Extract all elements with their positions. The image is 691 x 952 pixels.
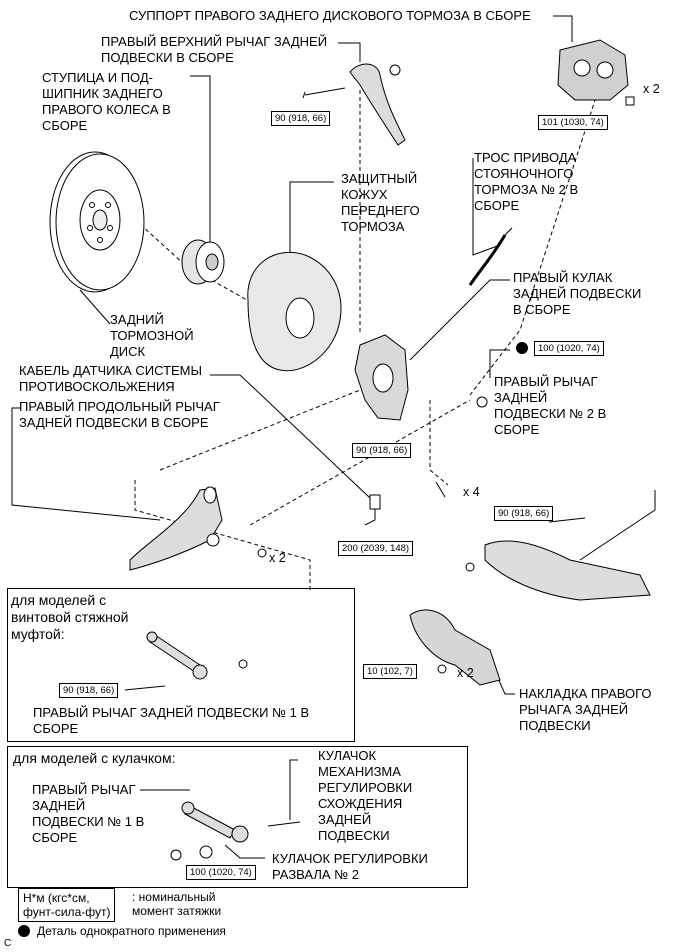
leader-upper-arm bbox=[338, 42, 361, 62]
variant-box-turnbuckle bbox=[7, 588, 355, 742]
box2-arm bbox=[170, 801, 249, 861]
legend-unit-box: Н*м (кгс*см, фунт-сила-фут) bbox=[18, 888, 116, 922]
corner-mark: C bbox=[4, 938, 12, 949]
leader-shield bbox=[289, 181, 334, 252]
leader-disc bbox=[79, 289, 111, 325]
multiplier-caliper: x 2 bbox=[643, 82, 660, 96]
label-hub: СТУПИЦА И ПОД- ШИПНИК ЗАДНЕГО ПРАВОГО КО… bbox=[42, 70, 171, 133]
box1-arm bbox=[146, 631, 248, 680]
leader-cable bbox=[472, 158, 501, 256]
camber-cam-label: КУЛАЧОК РЕГУЛИРОВКИ РАЗВАЛА № 2 bbox=[272, 851, 428, 882]
abs-sensor bbox=[364, 494, 381, 526]
toe-cam-label: КУЛАЧОК МЕХАНИЗМА РЕГУЛИРОВКИ СХОЖДЕНИЯ … bbox=[318, 748, 413, 843]
caliper bbox=[557, 39, 635, 106]
torque-caliper: 101 (1030, 74) bbox=[538, 115, 608, 130]
label-knuckle: ПРАВЫЙ КУЛАК ЗАДНЕЙ ПОДВЕСКИ В СБОРЕ bbox=[513, 270, 642, 317]
parking-cable bbox=[468, 227, 513, 286]
hub-bearing bbox=[181, 239, 225, 285]
label-disc: ЗАДНИЙ ТОРМОЗНОЙ ДИСК bbox=[110, 312, 194, 359]
torque-cover: 10 (102, 7) bbox=[363, 664, 417, 679]
label-shield: ЗАЩИТНЫЙ КОЖУХ ПЕРЕДНЕГО ТОРМОЗА bbox=[341, 171, 420, 234]
leader-camber-cam bbox=[224, 844, 265, 859]
multiplier-cover: x 2 bbox=[457, 666, 474, 680]
torque-box2: 100 (1020, 74) bbox=[186, 865, 256, 880]
multiplier-knuckle: x 4 bbox=[463, 485, 480, 499]
arm-2 bbox=[465, 396, 651, 601]
label-arm2: ПРАВЫЙ РЫЧАГ ЗАДНЕЙ ПОДВЕСКИ № 2 В СБОРЕ bbox=[494, 374, 607, 437]
label-cover: НАКЛАДКА ПРАВОГО РЫЧАГА ЗАДНЕЙ ПОДВЕСКИ bbox=[519, 686, 652, 733]
leader-abs bbox=[210, 374, 371, 499]
box1-arm-label: ПРАВЫЙ РЫЧАГ ЗАДНЕЙ ПОДВЕСКИ № 1 В СБОРЕ bbox=[33, 705, 310, 736]
one-time-use-dot bbox=[516, 342, 528, 354]
torque-box1: 90 (918, 66) bbox=[59, 683, 119, 698]
torque-trailing: 200 (2039, 148) bbox=[338, 541, 414, 556]
leader-trailing bbox=[11, 407, 161, 521]
box2-arm-label: ПРАВЫЙ РЫЧАГ ЗАДНЕЙ ПОДВЕСКИ № 1 В СБОРЕ bbox=[32, 782, 145, 845]
torque-knuckle: 90 (918, 66) bbox=[352, 443, 412, 458]
bolts bbox=[124, 87, 586, 827]
upper-arm bbox=[349, 63, 406, 146]
torque-arm2-bolt: 90 (918, 66) bbox=[494, 506, 554, 521]
arm-cover bbox=[409, 609, 501, 686]
knuckle bbox=[354, 334, 409, 421]
label-abs-sensor: КАБЕЛЬ ДАТЧИКА СИСТЕМЫ ПРОТИВОСКОЛЬЖЕНИЯ bbox=[19, 363, 203, 394]
box1-title: для моделей с винтовой стяжной муфтой: bbox=[11, 592, 129, 642]
trailing-arm bbox=[129, 486, 267, 571]
leader-knuckle bbox=[409, 279, 510, 361]
leader-arm2-link bbox=[579, 490, 656, 561]
leader-caliper bbox=[553, 15, 573, 42]
label-caliper: СУППОРТ ПРАВОГО ЗАДНЕГО ДИСКОВОГО ТОРМОЗ… bbox=[129, 8, 531, 23]
box2-title: для моделей с кулачком: bbox=[13, 750, 176, 766]
torque-arm2-nut: 100 (1020, 74) bbox=[534, 341, 604, 356]
dust-shield bbox=[247, 251, 342, 372]
legend-dot bbox=[18, 925, 30, 937]
legend-onetime: Деталь однократного применения bbox=[37, 924, 226, 938]
brake-disc bbox=[49, 151, 145, 293]
variant-box-cam bbox=[7, 746, 468, 888]
torque-upper-arm: 90 (918, 66) bbox=[271, 111, 331, 126]
label-trailing-arm: ПРАВЫЙ ПРОДОЛЬНЫЙ РЫЧАГ ЗАДНЕЙ ПОДВЕСКИ … bbox=[19, 399, 220, 430]
leader-arm2 bbox=[489, 349, 510, 378]
multiplier-trailing: x 2 bbox=[269, 551, 286, 565]
label-upper-arm: ПРАВЫЙ ВЕРХНИЙ РЫЧАГ ЗАДНЕЙ ПОДВЕСКИ В С… bbox=[101, 34, 328, 65]
legend-unit-desc: : номинальный момент затяжки bbox=[132, 890, 222, 918]
leader-hub bbox=[190, 75, 211, 248]
leader-toe-cam bbox=[289, 759, 298, 820]
label-cable: ТРОС ПРИВОДА СТОЯНОЧНОГО ТОРМОЗА № 2 В С… bbox=[474, 150, 579, 213]
